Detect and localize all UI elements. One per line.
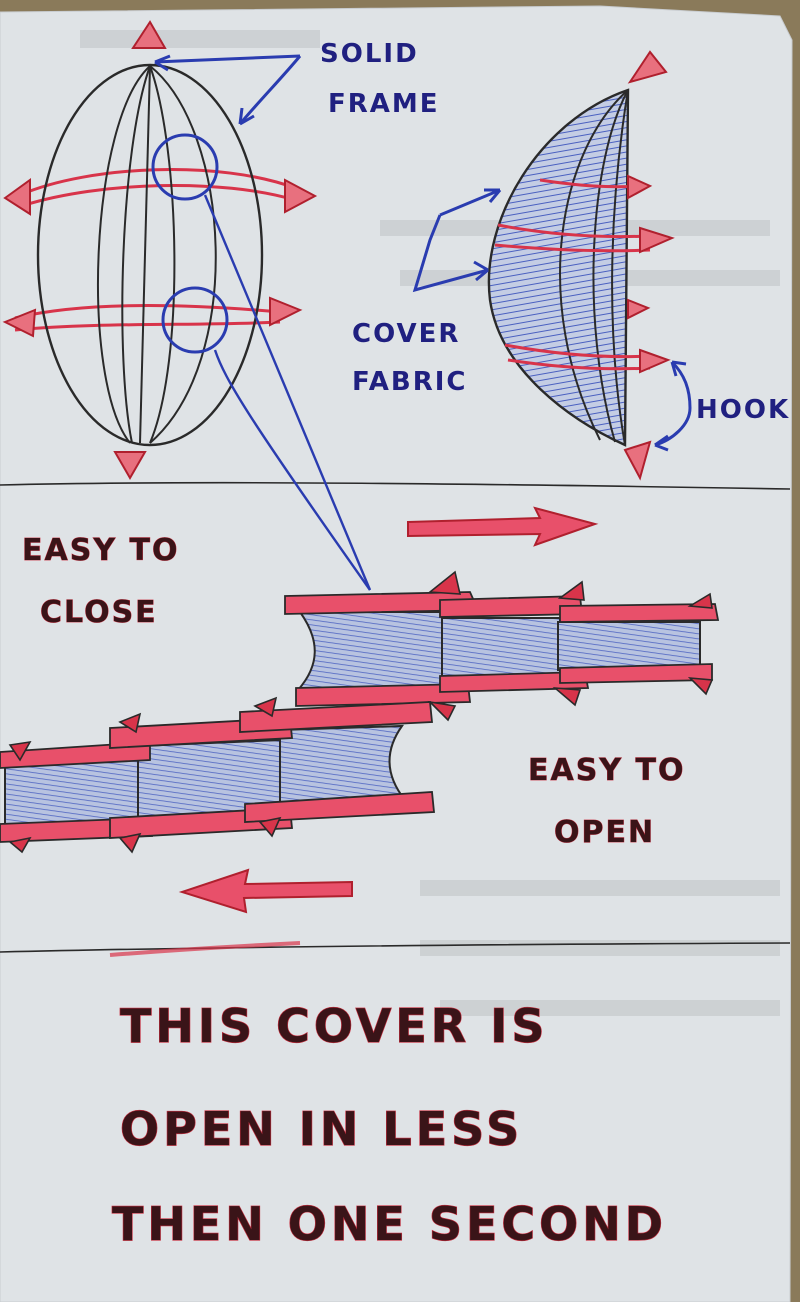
- svg-text:SOLID: SOLID: [320, 39, 419, 69]
- caption-line-3: THEN ONE SECOND: [112, 1197, 667, 1251]
- hook-label: HOOK: [696, 395, 790, 425]
- svg-text:COVER: COVER: [352, 319, 460, 349]
- solid-frame-label: SOLID FRAME: [320, 39, 440, 119]
- svg-text:OPEN: OPEN: [554, 815, 655, 850]
- solid-frame-drawing: [2, 20, 318, 481]
- solid-frame-pointer: [154, 54, 302, 126]
- connector-line: [203, 194, 372, 591]
- cover-fabric-drawing: [487, 50, 692, 481]
- red-stroke-underline: [109, 941, 301, 957]
- easy-to-open-label: EASY TO OPEN: [528, 753, 685, 851]
- easy-to-close-label: EASY TO CLOSE: [22, 533, 179, 631]
- close-direction-arrow: [407, 506, 599, 547]
- cover-fabric-label: COVER FABRIC: [352, 319, 468, 397]
- cover-fabric-pointer: [412, 188, 502, 293]
- svg-text:EASY TO: EASY TO: [528, 753, 685, 788]
- svg-text:CLOSE: CLOSE: [40, 595, 158, 630]
- caption: THIS COVER IS OPEN IN LESS THEN ONE SECO…: [111, 998, 667, 1251]
- telescoping-cover-closed: [284, 570, 720, 722]
- caption-line-1: THIS COVER IS: [120, 999, 548, 1053]
- divider-line-top: [0, 481, 791, 490]
- open-direction-arrow: [178, 868, 353, 914]
- svg-text:FABRIC: FABRIC: [352, 367, 468, 397]
- divider-line-bottom: [0, 942, 791, 953]
- svg-text:EASY TO: EASY TO: [22, 533, 179, 568]
- telescoping-cover-open: [0, 696, 435, 854]
- svg-text:FRAME: FRAME: [328, 89, 440, 119]
- caption-line-2: OPEN IN LESS: [120, 1102, 523, 1156]
